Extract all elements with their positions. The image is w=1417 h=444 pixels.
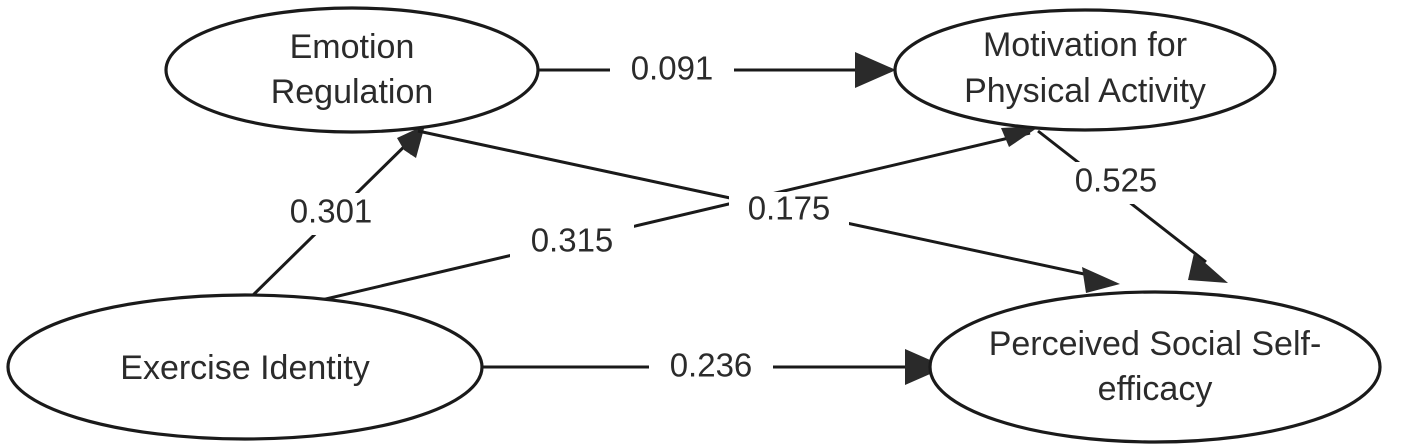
arrow-head-0315 <box>1001 126 1040 147</box>
edge-motivation-to-perceived-social-self-efficacy[interactable] <box>1037 129 1228 283</box>
arrow-head-0236 <box>905 349 946 385</box>
node-perceived-social-self-efficacy[interactable]: Perceived Social Self- efficacy <box>928 290 1382 444</box>
node-ellipse-motivation-physical-activity <box>893 8 1277 132</box>
node-label-motivation-line1: Motivation for <box>983 26 1187 64</box>
arrow-head-0525 <box>1188 253 1228 283</box>
node-label-emotion-regulation-line2: Regulation <box>271 73 434 111</box>
edge-label-bg-0315 <box>510 222 634 264</box>
arrow-head-0301-b <box>397 125 425 158</box>
node-motivation-physical-activity[interactable]: Motivation for Physical Activity <box>893 8 1277 132</box>
edge-label-0315: 0.315 <box>531 222 614 259</box>
edge-label-group-0236: 0.236 <box>649 347 773 389</box>
edge-label-0301: 0.301 <box>290 193 373 230</box>
node-exercise-identity[interactable]: Exercise Identity <box>6 293 484 441</box>
node-label-exercise-identity-line1: Exercise Identity <box>120 349 369 387</box>
node-label-motivation-line2: Physical Activity <box>964 72 1206 110</box>
arrow-head-0175 <box>1082 267 1120 293</box>
edge-label-0175: 0.175 <box>748 190 831 227</box>
arrow-head-0091 <box>855 52 896 88</box>
edge-label-bg-0301 <box>269 193 393 235</box>
edge-label-group-0175: 0.175 <box>729 190 849 232</box>
edge-label-group-0091: 0.091 <box>610 50 734 92</box>
node-label-perceived-line1: Perceived Social Self- <box>989 325 1322 363</box>
node-label-perceived-line2: efficacy <box>1098 370 1213 408</box>
edge-exercise-identity-to-motivation[interactable] <box>312 126 1040 304</box>
edge-label-bg-0525 <box>1054 162 1178 204</box>
edge-label-group-0525: 0.525 <box>1054 162 1178 204</box>
edge-label-group-0301: 0.301 <box>269 193 393 235</box>
edge-label-bg-0091 <box>610 50 734 92</box>
node-ellipse-perceived-social-self-efficacy <box>928 290 1382 444</box>
edge-label-bg-0175 <box>729 192 849 232</box>
node-ellipse-exercise-identity <box>6 293 484 441</box>
edge-label-group-0315: 0.315 <box>510 222 634 264</box>
node-label-emotion-regulation-line1: Emotion <box>290 28 415 66</box>
edge-label-0091: 0.091 <box>631 50 714 87</box>
edge-line-0315 <box>312 131 1031 304</box>
node-ellipse-emotion-regulation <box>164 6 540 134</box>
node-emotion-regulation[interactable]: Emotion Regulation <box>164 6 540 134</box>
edge-label-bg-0236 <box>649 347 773 389</box>
edge-label-0236: 0.236 <box>670 347 753 384</box>
edge-label-0525: 0.525 <box>1075 162 1158 199</box>
